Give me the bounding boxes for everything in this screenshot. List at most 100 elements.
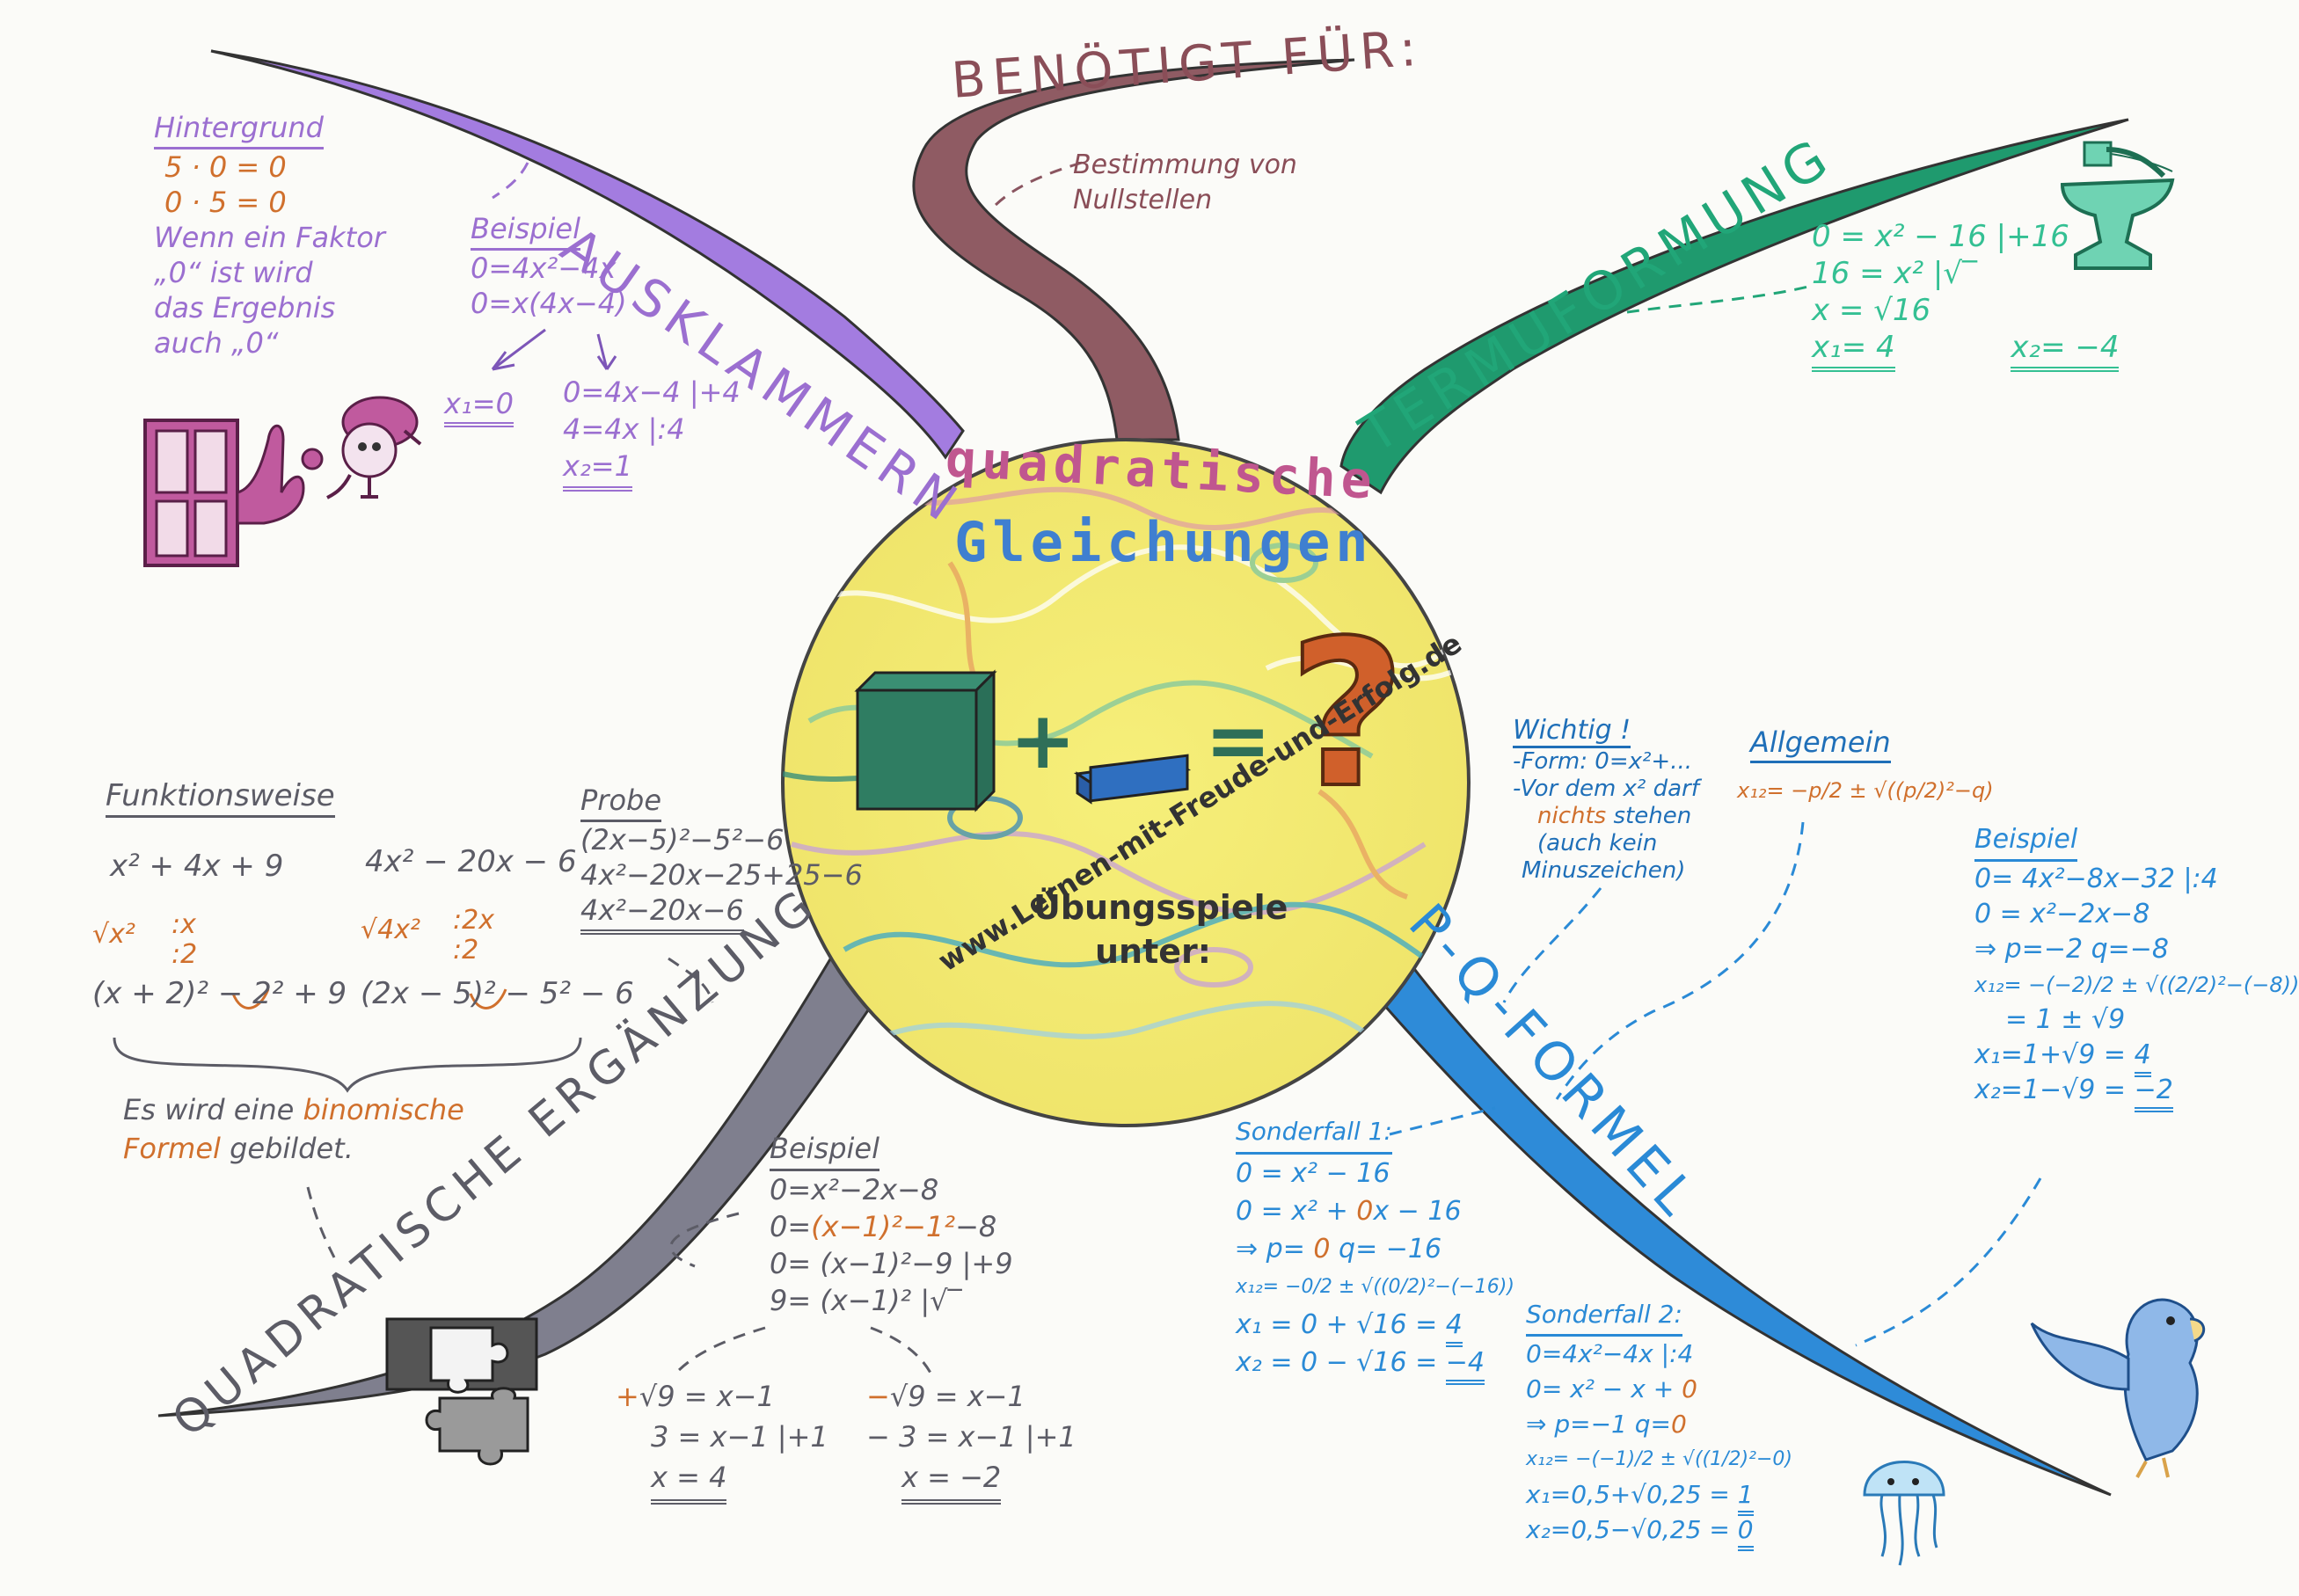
hintergrund-line-2: 0 · 5 = 0	[164, 186, 287, 219]
connector-funktion	[306, 1186, 336, 1258]
branch-ausklammern	[210, 49, 965, 460]
pq-line-6-a: x₁=1+√9 =	[1974, 1039, 2135, 1070]
parrot-icon	[2030, 1298, 2206, 1478]
term-x2: x₂= −4	[2011, 330, 2120, 372]
sf2-line-2-b: 0	[1682, 1374, 1697, 1403]
allgemein-b: ± √((p/2)²−q)	[1842, 778, 1994, 803]
sf2-line-6-a: x₂=0,5−√0,25 =	[1526, 1515, 1738, 1544]
sf1-line-5-a: x₁ = 0 + √16 =	[1236, 1309, 1446, 1340]
arrow-fw-a	[231, 988, 270, 1009]
erg-right-2: − 3 = x−1 |+1	[866, 1420, 1077, 1454]
benoetigt-text: Bestimmung von Nullstellen	[1073, 148, 1297, 218]
practice-text-2: unter:	[1095, 932, 1211, 971]
hintergrund-line-3: Wenn ein Faktor	[154, 221, 385, 254]
erg-beispiel-block: Beispiel 0=x²−2x−8 0=(x−1)²−1²−8 0= (x−1…	[770, 1130, 1013, 1319]
fw-caption-formel: Formel	[123, 1132, 221, 1165]
fw-b-sqrt: √4x²	[361, 915, 420, 945]
hammer-icon	[2083, 141, 2173, 179]
fw-b-expr: 4x² − 20x − 6	[365, 844, 577, 879]
arrow-aus-right	[596, 333, 617, 370]
question-mark: ?	[1287, 596, 1407, 834]
wichtig-line-2: -Vor dem x² darf	[1513, 776, 1699, 802]
erg-line-4: 9= (x−1)² |√‾	[770, 1284, 962, 1317]
branch-termumformung	[1339, 118, 2129, 495]
sf1-line-6-b: −4	[1445, 1347, 1485, 1385]
fw-a-expr: x² + 4x + 9	[110, 849, 284, 884]
center-circle	[781, 438, 1471, 1127]
cube-icon	[854, 669, 997, 813]
plus-sign: +	[1010, 695, 1077, 787]
term-line-3: x = √16	[1812, 293, 1931, 328]
aus-result-left: x₁=0	[444, 387, 514, 427]
practice-text-1: Übungsspiele	[1033, 888, 1288, 927]
connector-erg-right	[870, 1326, 934, 1377]
sf1-line-3-b: 0	[1313, 1234, 1331, 1264]
pq-line-7-a: x₂=1−√9 =	[1974, 1075, 2135, 1105]
sf2-line-4: x₁₂= −(−1)/2 ± √((1/2)²−0)	[1526, 1448, 1792, 1470]
hintergrund-line-5: das Ergebnis	[154, 291, 336, 324]
sf2-line-5-a: x₁=0,5+√0,25 =	[1526, 1480, 1738, 1509]
connector-erg-beispiel	[669, 1212, 740, 1268]
term-results: x₁= 4 x₂= −4	[1812, 329, 2120, 372]
allgemein-heading: Allgemein	[1750, 725, 1891, 763]
probe-line-2: 4x²−20x−25+25−6	[580, 858, 863, 892]
probe-heading: Probe	[580, 783, 662, 822]
probe-line-3: 4x²−20x−6	[580, 893, 744, 935]
sf1-line-3-a: ⇒ p=	[1236, 1234, 1314, 1264]
stickman-icon	[326, 396, 422, 499]
pq-line-1: 0= 4x²−8x−32 |:4	[1974, 864, 2218, 894]
hintergrund-block: Hintergrund 5 · 0 = 0 0 · 5 = 0 Wenn ein…	[154, 110, 385, 361]
allgemein-a: x₁₂= −	[1737, 778, 1809, 803]
allgemein-p: p/2	[1808, 778, 1843, 803]
termumformung-block: 0 = x² − 16 |+16 16 = x² |√‾ x = √16 x₁=…	[1812, 218, 2120, 372]
erg-line-1: 0=x²−2x−8	[770, 1173, 939, 1206]
connector-termumformung	[1626, 284, 1813, 314]
term-line-1: 0 = x² − 16 |+16	[1812, 219, 2069, 254]
fw-b-div-1: :2x	[453, 905, 494, 936]
benoetigt-line-1: Bestimmung von	[1073, 149, 1297, 180]
funktionsweise-heading: Funktionsweise	[106, 778, 335, 818]
erg-heading: Beispiel	[770, 1130, 879, 1171]
connector-benoetigt	[992, 161, 1083, 208]
sf1-line-5-b: 4	[1445, 1309, 1463, 1347]
aus-result-right: 0=4x−4 |+4 4=4x |:4 x₂=1	[563, 374, 741, 492]
sf1-line-6-a: x₂ = 0 − √16 =	[1236, 1347, 1446, 1378]
sf1-line-2-a: 0 = x² +	[1236, 1196, 1357, 1227]
connector-erg-left	[675, 1326, 766, 1374]
erg-right-sign: −	[866, 1380, 890, 1413]
erg-line-3: 0= (x−1)²−9 |+9	[770, 1247, 1013, 1280]
sf2-line-2-a: 0= x² − x +	[1526, 1374, 1682, 1403]
fw-b-result: (2x − 5)² − 5² − 6	[361, 976, 634, 1011]
fw-a-result: (x + 2)² − 2² + 9	[92, 976, 347, 1011]
hand-icon	[236, 424, 324, 525]
sf1-line-4: x₁₂= −0/2 ± √((0/2)²−(−16))	[1236, 1276, 1514, 1298]
sf2-line-6-b: 0	[1737, 1515, 1754, 1551]
allgemein-formula: x₁₂= −p/2 ± √((p/2)²−q)	[1737, 778, 1994, 803]
probe-line-1: (2x−5)²−5²−6	[580, 823, 785, 856]
pq-line-2: 0 = x²−2x−8	[1974, 899, 2150, 929]
brace-funktion	[113, 1037, 582, 1093]
pq-line-6-b: 4	[2134, 1039, 2151, 1077]
connector-pq-beispiel	[1855, 1177, 2042, 1347]
erg-line-2-a: 0=	[770, 1210, 812, 1243]
connector-hintergrund	[492, 162, 529, 200]
connector-allgemein	[1555, 821, 1805, 1100]
erg-left-block: +√9 = x−1 3 = x−1 |+1 x = 4	[616, 1376, 828, 1505]
fw-a-sqrt: √x²	[92, 919, 135, 950]
erg-right-block: −√9 = x−1 − 3 = x−1 |+1 x = −2	[866, 1376, 1077, 1505]
connector-wichtig	[1502, 887, 1602, 1003]
fw-b-div: :2x :2	[453, 906, 494, 966]
hintergrund-line-4: „0“ ist wird	[154, 256, 313, 289]
pq-line-4: x₁₂= −(−2)/2 ± √((2/2)²−(−8))	[1974, 973, 2299, 997]
arrow-aus-left	[491, 328, 546, 371]
branch-benoetigt	[912, 58, 1355, 441]
erg-right-1: √9 = x−1	[889, 1380, 1025, 1413]
aus-beispiel-heading: Beispiel	[471, 211, 580, 251]
aus-right-2: 4=4x |:4	[563, 412, 685, 446]
fw-caption: Es wird eine binomische Formel gebildet.	[123, 1090, 464, 1168]
fw-caption-post: gebildet.	[220, 1132, 354, 1165]
pq-line-5: = 1 ± √9	[2005, 1004, 2126, 1035]
probe-block: Probe (2x−5)²−5²−6 4x²−20x−25+25−6 4x²−2…	[580, 783, 863, 935]
bar-icon	[1073, 754, 1192, 805]
fw-a-div-2: :2	[172, 939, 198, 970]
